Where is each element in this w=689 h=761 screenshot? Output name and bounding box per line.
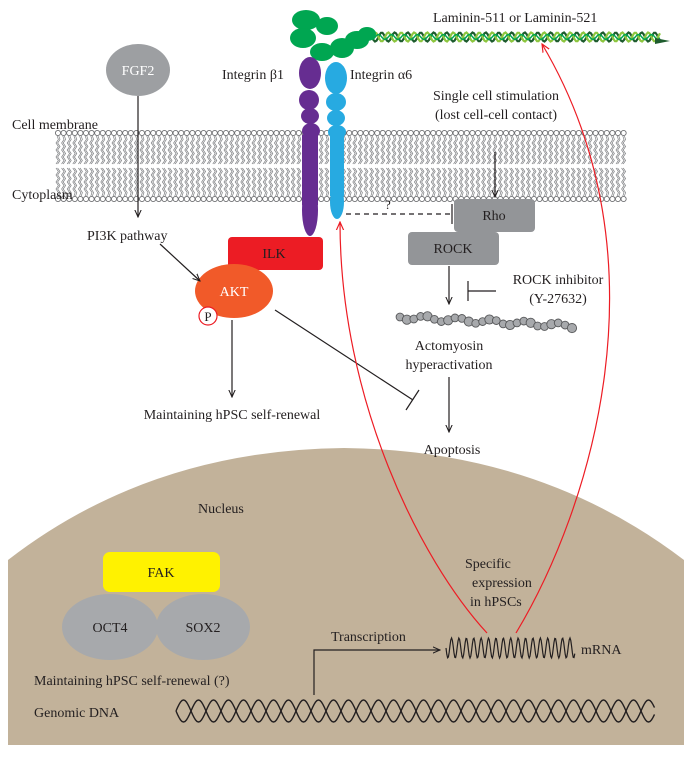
rock-inhibitor-compound-label: (Y-27632) [529, 292, 587, 307]
arrow-transcription [313, 650, 440, 695]
cell-membrane-label: Cell membrane [12, 118, 98, 133]
cytoplasm-label: Cytoplasm [12, 188, 73, 203]
self-renewal-question-label: Maintaining hPSC self-renewal (?) [34, 674, 230, 689]
inhibit-bar-akt [405, 389, 420, 411]
integrin-beta1 [299, 57, 321, 236]
oct4-label: OCT4 [93, 621, 128, 636]
pi3k-label: PI3K pathway [87, 229, 168, 244]
mrna-label: mRNA [581, 643, 622, 658]
genomic-dna-label: Genomic DNA [34, 706, 120, 721]
mrna-wave [445, 636, 576, 660]
akt-node [195, 264, 273, 318]
genomic-dna-helix [175, 699, 656, 723]
apoptosis-label: Apoptosis [424, 443, 481, 458]
nucleus-region [8, 448, 684, 745]
lost-contact-label: (lost cell-cell contact) [435, 108, 557, 123]
integrin-alpha6 [325, 62, 347, 219]
rho-label: Rho [482, 209, 505, 224]
laminin-strand [371, 31, 670, 44]
oct4-node [62, 594, 158, 660]
feedback-arrow-to-integrin [340, 222, 488, 634]
self-renewal-label: Maintaining hPSC self-renewal [144, 408, 321, 423]
phospho-label: P [204, 309, 211, 324]
sox2-label: SOX2 [185, 621, 220, 636]
rock-label: ROCK [434, 242, 473, 257]
nucleus-label: Nucleus [198, 502, 244, 517]
rock-inhibitor-label: ROCK inhibitor [513, 273, 604, 288]
akt-label: AKT [220, 285, 249, 300]
fgf2-node [106, 44, 170, 96]
integrin-beta1-label: Integrin β1 [222, 68, 284, 83]
question-mark-label: ? [385, 197, 391, 212]
specific-label: Specific [465, 557, 511, 572]
ilk-box [228, 237, 323, 270]
actomyosin-label: Actomyosin [415, 339, 483, 354]
integrin-alpha6-label: Integrin α6 [350, 68, 412, 83]
in-hpscs-label: in hPSCs [470, 595, 522, 610]
sox2-node [156, 594, 250, 660]
inhibit-akt-to-apoptosis [274, 309, 414, 401]
laminin-label: Laminin-511 or Laminin-521 [433, 11, 597, 26]
fak-box [103, 552, 220, 592]
phospho-circle [198, 306, 218, 326]
hyperactivation-label: hyperactivation [405, 358, 492, 373]
arrow-pi3k-to-akt [159, 243, 200, 281]
rho-box [454, 199, 535, 232]
ilk-label: ILK [262, 247, 285, 262]
transcription-label: Transcription [331, 630, 406, 645]
fak-label: FAK [148, 566, 175, 581]
expression-label: expression [472, 576, 532, 591]
laminin-head [290, 10, 376, 61]
rock-box [408, 232, 499, 265]
single-cell-stimulation-label: Single cell stimulation [433, 89, 559, 104]
fgf2-label: FGF2 [122, 64, 155, 79]
feedback-arrow-to-laminin [515, 44, 611, 634]
actomyosin-chain [395, 311, 578, 334]
